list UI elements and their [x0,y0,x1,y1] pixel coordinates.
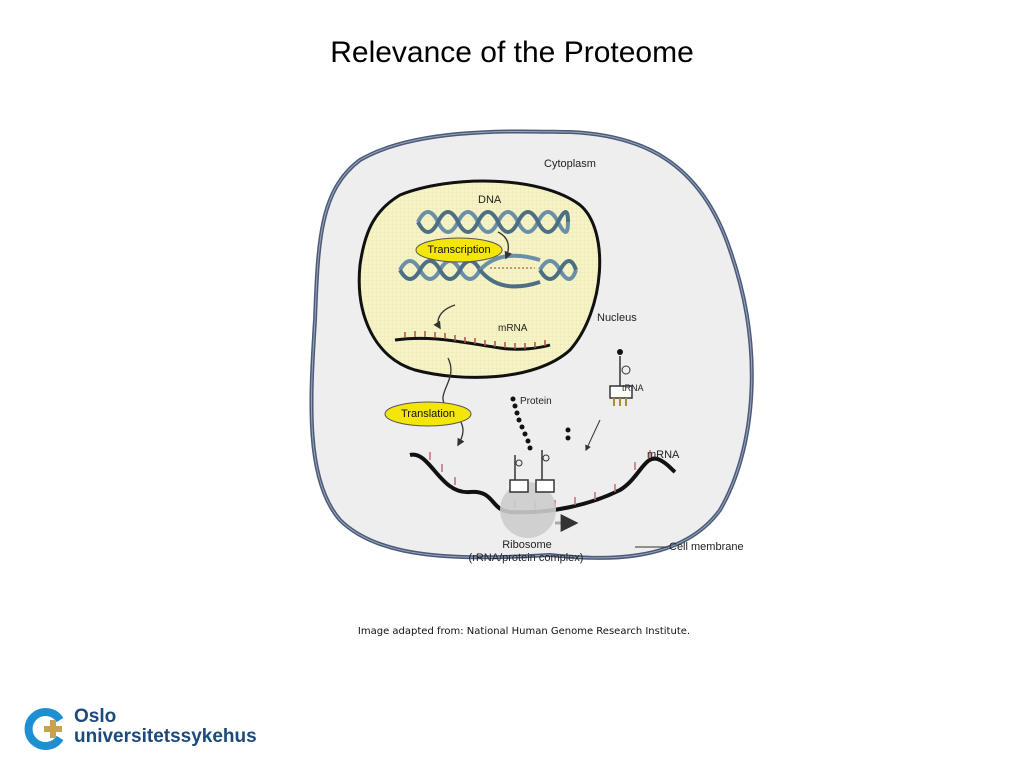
ribosome [500,482,556,538]
mrna-cytoplasm-label: mRNA [647,449,680,461]
dna-helix-unwinding [398,253,578,289]
hospital-logo: Oslo universitetssykehus [22,706,262,756]
cell-diagram-graphic [309,129,754,560]
cell-membrane-label: Cell membrane [669,541,744,553]
nucleus [357,179,602,379]
slide-title: Relevance of the Proteome [330,36,694,69]
translation-label: Translation [400,408,456,420]
trna-on-ribosome [509,450,555,493]
cytoplasm-label: Cytoplasm [544,158,596,170]
oslo-logo-icon [24,708,64,750]
transcription-label: Transcription [427,244,491,256]
ribosome-detail-label: (rRNA/protein complex) [468,552,584,564]
logo-text-line1: Oslo [74,706,117,727]
translation-highlight [384,401,472,427]
trna-label: tRNA [622,383,644,393]
nucleus-label: Nucleus [597,312,637,324]
mrna-nucleus-label: mRNA [498,323,528,334]
protein-label: Protein [520,396,552,407]
ribosome-label: Ribosome [502,539,552,551]
trna-free [609,349,633,406]
image-credit-caption: Image adapted from: National Human Genom… [357,626,691,637]
transcription-highlight [415,237,503,263]
logo-text-line2: universitetssykehus [74,726,257,747]
dna-helix-top [416,210,570,234]
protein-chain [510,396,571,451]
dna-label: DNA [478,194,502,206]
mrna-strand-nucleus [394,331,551,351]
cell-diagram: Cytoplasm DNA Transcription Nucleus mRNA… [300,120,770,590]
